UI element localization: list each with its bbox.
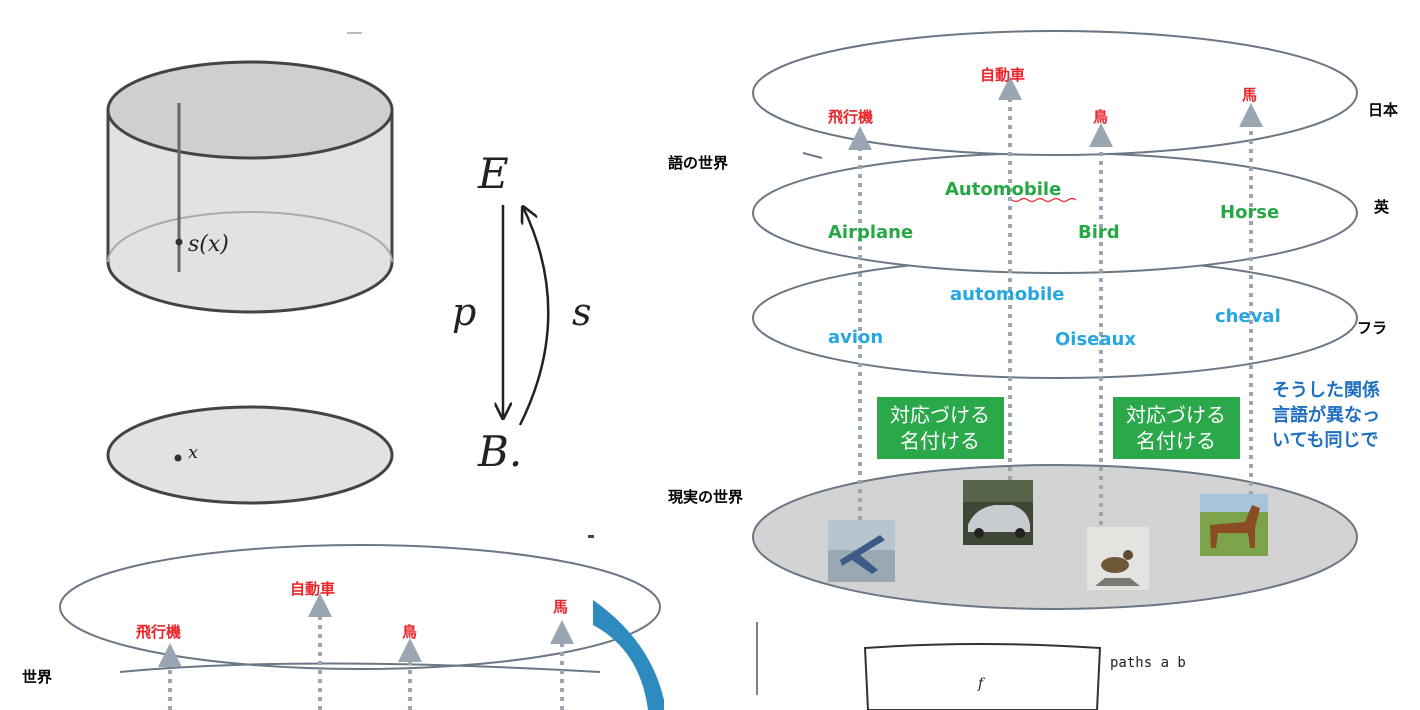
word-fr-automobile: automobile xyxy=(950,284,1065,305)
word-fr-oiseaux: Oiseaux xyxy=(1055,329,1136,350)
code-box xyxy=(863,643,1102,710)
note-line-1: そうした関係 xyxy=(1272,379,1380,401)
language-label-japanese: 日本 xyxy=(1368,101,1398,119)
lower-layer-edge xyxy=(119,662,601,673)
language-label-french: フラ xyxy=(1357,319,1387,337)
lower-layer-ellipse xyxy=(59,544,661,670)
fiber-bundle-diagram: s(x) x E B. p s xyxy=(106,32,594,538)
real-world-label: 現実の世界 xyxy=(668,488,743,506)
car-photo xyxy=(963,480,1033,545)
word-en-horse: Horse xyxy=(1220,202,1279,223)
mapping-box-right-line2: 名付ける xyxy=(1136,429,1216,453)
section-point xyxy=(175,238,183,246)
cylinder-top xyxy=(106,60,394,160)
projection-label: p xyxy=(452,290,476,334)
base-point xyxy=(174,454,182,462)
word-ja-horse: 馬 xyxy=(1242,86,1257,104)
code-paths-text: paths a b xyxy=(1110,655,1186,671)
horse-photo xyxy=(1200,494,1268,556)
section-map-label: s xyxy=(572,290,592,334)
cylinder-inner-base xyxy=(107,211,393,263)
mapping-box-right-line1: 対応づける xyxy=(1126,403,1226,427)
note-line-3: いても同じで xyxy=(1272,430,1379,451)
scan-dot xyxy=(588,535,594,538)
section-label: s(x) xyxy=(188,232,229,257)
lower-word-horse: 馬 xyxy=(553,598,568,616)
language-label-english: 英 xyxy=(1374,198,1390,216)
mapping-box-left: 対応づける 名付ける xyxy=(877,397,1004,459)
mapping-arrows xyxy=(848,76,1263,525)
lower-word-airplane: 飛行機 xyxy=(135,623,181,641)
lower-word-car: 自動車 xyxy=(290,580,335,598)
note-line-2: 言語が異なっ xyxy=(1272,404,1380,426)
word-fr-cheval: cheval xyxy=(1215,306,1281,327)
mapping-box-left-line1: 対応づける xyxy=(890,403,990,427)
lower-side-label: 世界 xyxy=(22,668,52,686)
lower-worlds-diagram: 飛行機 自動車 鳥 馬 世界 xyxy=(22,544,664,710)
word-world-label: 語の世界 xyxy=(668,154,728,172)
word-en-automobile: Automobile xyxy=(945,179,1061,200)
spell-check-underline xyxy=(1011,197,1077,203)
word-fr-avion: avion xyxy=(828,327,883,348)
word-ja-bird: 鳥 xyxy=(1093,108,1108,126)
mapping-box-left-line2: 名付ける xyxy=(900,429,980,453)
total-space-label: E xyxy=(477,149,509,198)
word-ja-car: 自動車 xyxy=(980,66,1025,84)
airplane-photo xyxy=(828,520,895,582)
word-en-airplane: Airplane xyxy=(828,222,913,243)
base-space-label: B. xyxy=(477,427,522,476)
mapping-box-right: 対応づける 名付ける xyxy=(1113,397,1240,459)
word-en-bird: Bird xyxy=(1078,222,1120,243)
word-ja-airplane: 飛行機 xyxy=(827,108,873,126)
japanese-layer xyxy=(752,30,1358,156)
blue-curved-arrow xyxy=(593,600,664,710)
bird-photo xyxy=(1087,527,1149,590)
code-box-label: f xyxy=(977,676,986,692)
section-arrow xyxy=(518,207,550,426)
base-point-label: x xyxy=(188,442,198,463)
lower-word-bird: 鳥 xyxy=(402,623,417,641)
worlds-diagram: 飛行機 自動車 鳥 馬 Airplane Automobile Bird Hor… xyxy=(668,30,1398,710)
base-disk xyxy=(106,405,394,505)
layer-tick xyxy=(802,152,823,159)
